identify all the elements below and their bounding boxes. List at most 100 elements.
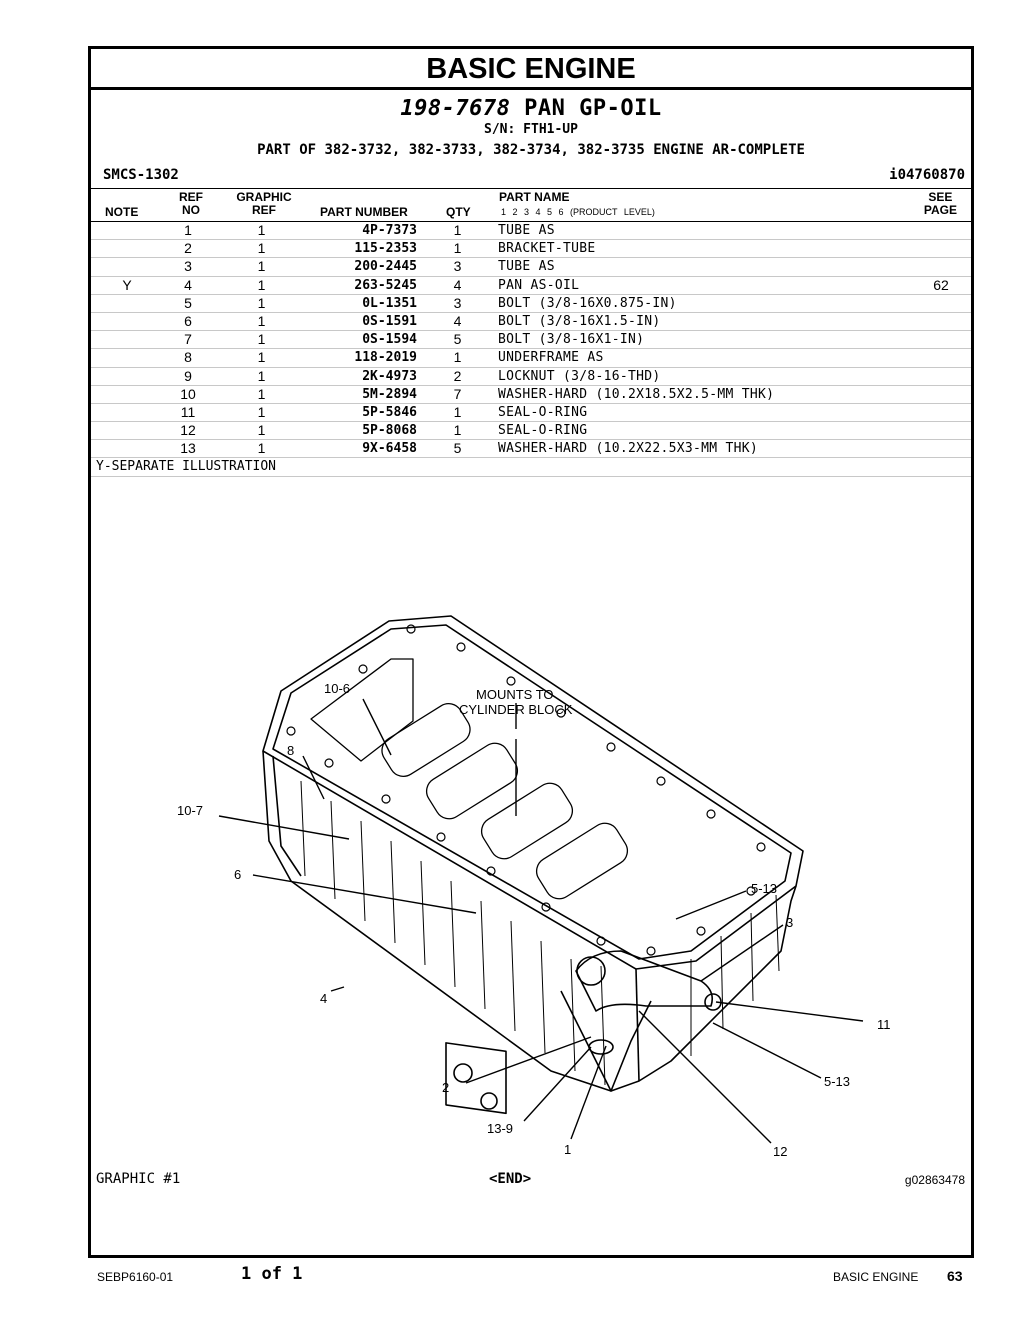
callout-4: 4 bbox=[320, 991, 327, 1006]
col-note: NOTE bbox=[105, 205, 139, 219]
serial-number: S/N: FTH1-UP bbox=[484, 122, 578, 137]
callout-3: 3 bbox=[786, 915, 793, 930]
row-part-number: 0L-1351 bbox=[310, 294, 417, 313]
row-qty: 1 bbox=[417, 403, 498, 423]
row-part-name: TUBE AS bbox=[498, 222, 911, 241]
row-qty: 3 bbox=[417, 257, 498, 277]
row-graphic-ref: 1 bbox=[213, 439, 310, 459]
row-graphic-ref: 1 bbox=[213, 385, 310, 404]
suction-tube bbox=[575, 950, 714, 1012]
row-part-name: WASHER-HARD (10.2X22.5X3-MM THK) bbox=[498, 439, 911, 459]
row-ref-no: 11 bbox=[163, 403, 213, 423]
col-ref-no-line1: REF bbox=[179, 190, 203, 204]
callout-leaders bbox=[218, 698, 864, 1144]
group-heading: 198-7678 PAN GP-OIL bbox=[91, 96, 971, 121]
part-of-line: PART OF 382-3732, 382-3733, 382-3734, 38… bbox=[257, 142, 805, 158]
row-ref-no: 7 bbox=[163, 330, 213, 350]
callout-10-7: 10-7 bbox=[177, 803, 203, 818]
col-part-name: PART NAME bbox=[499, 190, 570, 204]
smcs-row: SMCS-1302 i04760870 bbox=[91, 164, 971, 188]
row-ref-no: 5 bbox=[163, 294, 213, 313]
row-ref-no: 10 bbox=[163, 385, 213, 404]
row-note bbox=[91, 367, 163, 386]
row-qty: 5 bbox=[417, 330, 498, 350]
tube-bracket bbox=[560, 990, 652, 1092]
row-see-page bbox=[911, 421, 971, 441]
callout-11: 11 bbox=[877, 1017, 891, 1032]
pan-body-outline bbox=[262, 750, 797, 1092]
graphic-footer: GRAPHIC #1 <END> g02863478 bbox=[91, 1171, 971, 1193]
callout-12: 12 bbox=[773, 1144, 787, 1159]
row-ref-no: 2 bbox=[163, 239, 213, 259]
row-note bbox=[91, 294, 163, 313]
col-see-page-line2: PAGE bbox=[923, 203, 957, 217]
row-ref-no: 9 bbox=[163, 367, 213, 386]
row-graphic-ref: 1 bbox=[213, 257, 310, 277]
pan-flange-outline bbox=[262, 615, 804, 970]
row-qty: 7 bbox=[417, 385, 498, 404]
row-graphic-ref: 1 bbox=[213, 421, 310, 441]
tube-inlet bbox=[588, 1039, 614, 1055]
row-note bbox=[91, 403, 163, 423]
graphic-label: GRAPHIC #1 bbox=[96, 1171, 181, 1187]
pan-corner-edge bbox=[635, 968, 640, 1082]
row-note: Y bbox=[91, 276, 163, 295]
row-note bbox=[91, 330, 163, 350]
row-graphic-ref: 1 bbox=[213, 239, 310, 259]
row-graphic-ref: 1 bbox=[213, 403, 310, 423]
row-note bbox=[91, 222, 163, 241]
mounts-label-line1: MOUNTS TO bbox=[476, 687, 554, 702]
row-graphic-ref: 1 bbox=[213, 330, 310, 350]
legend-note: Y-SEPARATE ILLUSTRATION bbox=[91, 458, 971, 478]
parts-page-frame: BASIC ENGINE 198-7678 PAN GP-OIL S/N: FT… bbox=[88, 46, 974, 1258]
end-marker: <END> bbox=[489, 1171, 532, 1187]
row-part-name: TUBE AS bbox=[498, 257, 911, 277]
row-part-number: 263-5245 bbox=[310, 276, 417, 295]
row-part-name: WASHER-HARD (10.2X18.5X2.5-MM THK) bbox=[498, 385, 911, 404]
row-part-name: LOCKNUT (3/8-16-THD) bbox=[498, 367, 911, 386]
row-part-number: 0S-1594 bbox=[310, 330, 417, 350]
row-see-page bbox=[911, 385, 971, 404]
oil-pan-illustration: 10-6 8 10-7 6 4 2 13-9 1 12 5-13 11 5-13… bbox=[177, 615, 891, 1159]
row-part-number: 4P-7373 bbox=[310, 222, 417, 241]
row-qty: 1 bbox=[417, 222, 498, 241]
col-part-number: PART NUMBER bbox=[320, 205, 408, 219]
row-note bbox=[91, 421, 163, 441]
row-part-number: 5P-5846 bbox=[310, 403, 417, 423]
callout-5-13-lower: 5-13 bbox=[824, 1074, 850, 1089]
row-graphic-ref: 1 bbox=[213, 348, 310, 368]
row-ref-no: 6 bbox=[163, 312, 213, 332]
row-see-page: 62 bbox=[911, 276, 971, 295]
row-see-page bbox=[911, 367, 971, 386]
row-part-name: SEAL-O-RING bbox=[498, 403, 911, 423]
col-product-levels: 1 2 3 4 5 6 (PRODUCT LEVEL) bbox=[501, 207, 655, 217]
underframe-openings bbox=[310, 658, 629, 900]
row-part-number: 200-2445 bbox=[310, 257, 417, 277]
smcs-code: SMCS-1302 bbox=[103, 167, 179, 183]
callout-6: 6 bbox=[234, 867, 241, 882]
callout-labels: 10-6 8 10-7 6 4 2 13-9 1 12 5-13 11 5-13… bbox=[177, 681, 891, 1159]
row-graphic-ref: 1 bbox=[213, 222, 310, 241]
row-part-name: PAN AS-OIL bbox=[498, 276, 911, 295]
pan-side-ribs bbox=[300, 780, 780, 1086]
page-number: 63 bbox=[947, 1268, 963, 1284]
footer-section: BASIC ENGINE bbox=[833, 1270, 919, 1284]
col-ref-no: REF NO bbox=[179, 191, 203, 217]
col-graphic-ref: GRAPHIC REF bbox=[233, 191, 295, 217]
section-title: BASIC ENGINE bbox=[91, 49, 971, 90]
row-see-page bbox=[911, 439, 971, 459]
row-ref-no: 4 bbox=[163, 276, 213, 295]
row-see-page bbox=[911, 348, 971, 368]
row-ref-no: 3 bbox=[163, 257, 213, 277]
row-graphic-ref: 1 bbox=[213, 276, 310, 295]
mounts-label-line2: CYLINDER BLOCK bbox=[459, 702, 573, 717]
